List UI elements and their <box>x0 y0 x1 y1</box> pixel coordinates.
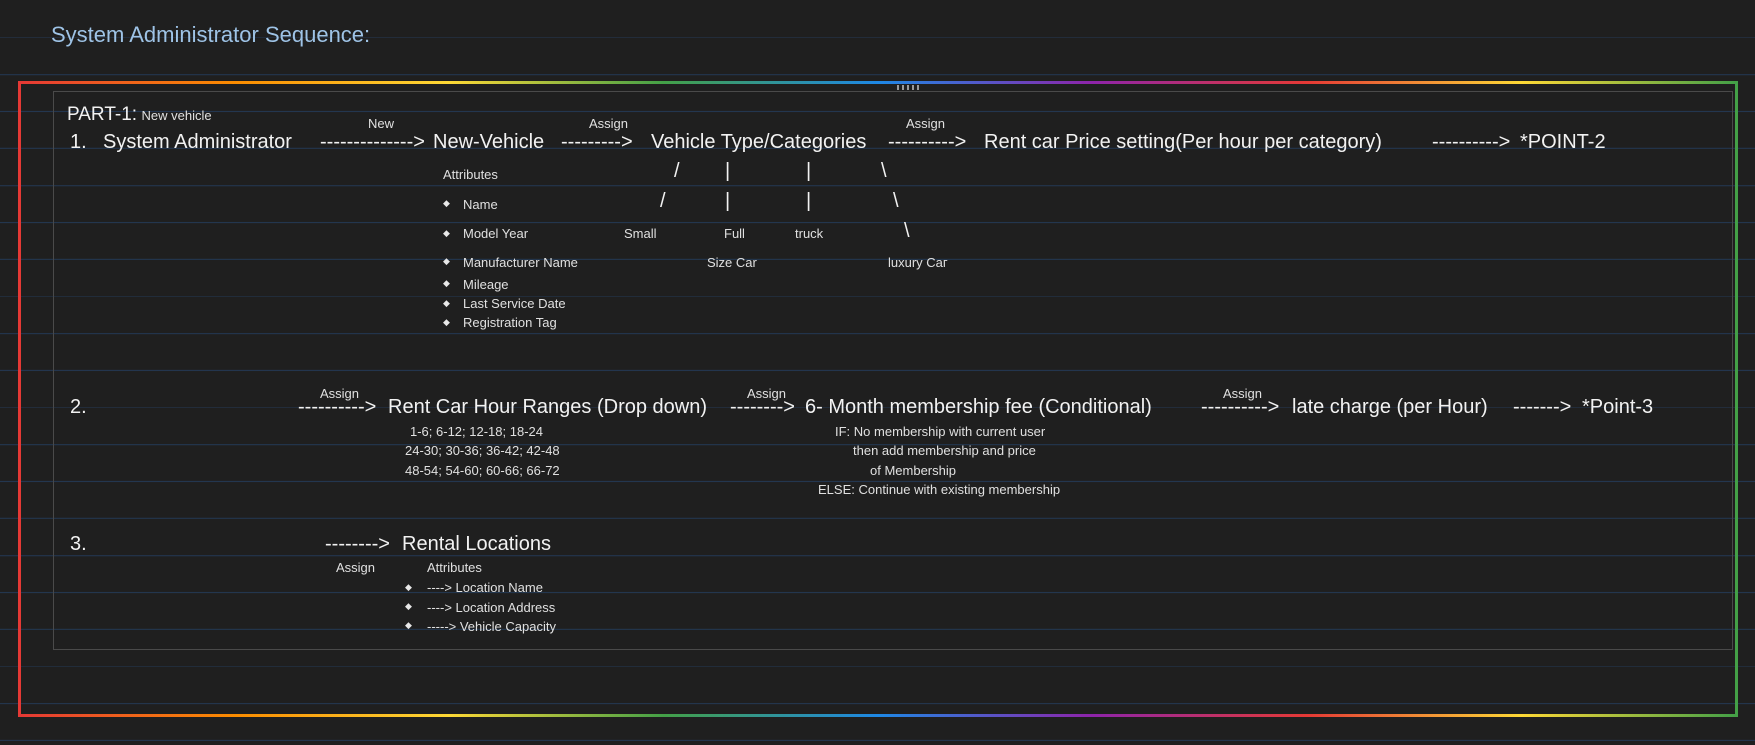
bullet-icon: ◆ <box>405 601 412 611</box>
row-number-1: 1. <box>70 131 87 153</box>
hour-range-line: 48-54; 54-60; 60-66; 66-72 <box>405 463 560 478</box>
attribute-item: Name <box>463 197 498 212</box>
attribute-item: Mileage <box>463 277 509 292</box>
page-title: System Administrator Sequence: <box>51 22 371 47</box>
row-number-3: 3. <box>70 533 87 555</box>
branch-line: | <box>806 190 812 212</box>
node-new-vehicle: New-Vehicle <box>433 131 545 153</box>
attribute-item: Registration Tag <box>463 315 557 330</box>
branch-line: | <box>725 190 731 212</box>
bullet-icon: ◆ <box>443 256 450 266</box>
bullet-icon: ◆ <box>443 198 450 208</box>
label-assign-row2-1: Assign <box>320 386 360 401</box>
bullet-icon: ◆ <box>405 620 412 630</box>
branch-line: | <box>725 160 731 182</box>
label-assign-1: Assign <box>589 116 629 131</box>
branch-line: \ <box>881 160 887 182</box>
label-assign-row3: Assign <box>336 560 376 575</box>
drag-handle[interactable] <box>897 85 921 90</box>
location-attribute: ----> Location Name <box>427 580 543 595</box>
condition-else: ELSE: Continue with existing membership <box>818 482 1061 497</box>
arrow-to-price: ----------> <box>888 131 967 153</box>
node-late-charge: late charge (per Hour) <box>1292 396 1488 418</box>
branch-line: / <box>660 190 666 212</box>
branch-line: | <box>806 160 812 182</box>
arrow-to-new-vehicle: --------------> <box>320 131 425 153</box>
part-heading: PART-1: New vehicle <box>67 104 212 126</box>
bullet-icon: ◆ <box>405 582 412 592</box>
arrow-to-vehicle-type: ---------> <box>561 131 633 153</box>
arrow-to-late-charge: ----------> <box>1201 396 1280 418</box>
hour-range-line: 1-6; 6-12; 12-18; 18-24 <box>410 424 543 439</box>
bullet-icon: ◆ <box>443 228 450 238</box>
node-price-setting: Rent car Price setting(Per hour per cate… <box>984 131 1382 153</box>
hour-range-line: 24-30; 30-36; 36-42; 42-48 <box>405 443 560 458</box>
attribute-item: Last Service Date <box>463 296 566 311</box>
arrow-to-point-2: ----------> <box>1432 131 1511 153</box>
branch-line: / <box>674 160 680 182</box>
node-point-2: *POINT-2 <box>1520 131 1606 153</box>
category-truck: truck <box>795 226 824 241</box>
attribute-item: Manufacturer Name <box>463 255 578 270</box>
category-luxury: luxury Caг <box>888 255 948 270</box>
condition-then-1: then add membership and price <box>853 443 1036 458</box>
note-container <box>53 91 1733 650</box>
actor-system-administrator: System Administrator <box>103 131 292 153</box>
attribute-item: Model Year <box>463 226 529 241</box>
node-vehicle-type: Vehicle Type/Categories <box>651 131 867 153</box>
label-assign-row2-2: Assign <box>747 386 787 401</box>
arrow-to-point-3: -------> <box>1513 396 1572 418</box>
label-new: New <box>368 116 395 131</box>
branch-line: \ <box>893 190 899 212</box>
row3-attributes-label: Attributes <box>427 560 482 575</box>
condition-if: IF: No membership with current user <box>835 424 1046 439</box>
node-membership-fee: 6- Month membership fee (Conditional) <box>805 396 1152 418</box>
branch-line: \ <box>904 220 910 242</box>
category-full: Full <box>724 226 745 241</box>
arrow-to-hour-ranges: ----------> <box>298 396 377 418</box>
bullet-icon: ◆ <box>443 317 450 327</box>
part-label: PART-1: <box>67 104 138 125</box>
location-attribute: -----> Vehicle Capacity <box>427 619 556 634</box>
node-rental-locations: Rental Locations <box>402 533 551 555</box>
arrow-to-membership: --------> <box>730 396 795 418</box>
label-assign-2: Assign <box>906 116 946 131</box>
category-size-car: Size Car <box>707 255 757 270</box>
attributes-label: Attributes <box>443 167 498 182</box>
category-small: Small <box>624 226 657 241</box>
diagram-frame <box>18 81 1738 717</box>
condition-then-2: of Membership <box>870 463 956 478</box>
bullet-icon: ◆ <box>443 298 450 308</box>
arrow-to-rental-locations: --------> <box>325 533 390 555</box>
part-sublabel: New vehicle <box>141 108 212 123</box>
node-hour-ranges: Rent Car Hour Ranges (Drop down) <box>388 396 708 418</box>
bullet-icon: ◆ <box>443 278 450 288</box>
node-point-3: *Point-3 <box>1582 396 1654 418</box>
label-assign-row2-3: Assign <box>1223 386 1263 401</box>
location-attribute: ----> Location Address <box>427 600 556 615</box>
row-number-2: 2. <box>70 396 87 418</box>
